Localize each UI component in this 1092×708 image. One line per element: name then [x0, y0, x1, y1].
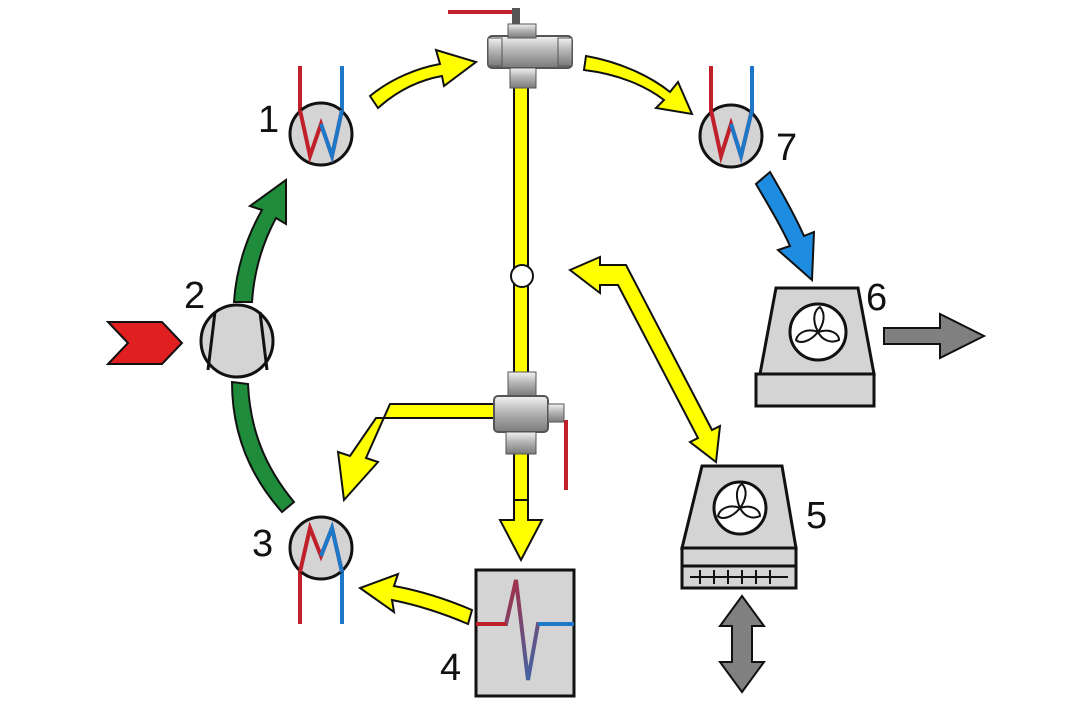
label-5: 5 [806, 495, 827, 537]
heat-exchanger-icon [288, 515, 354, 624]
flow-arrow-down-to-4 [498, 499, 544, 563]
label-2: 2 [184, 275, 205, 317]
flow-arrow-junction-5 [568, 255, 722, 464]
cooler-fan-icon [754, 286, 876, 408]
flow-arrow-valve-to-7 [582, 54, 694, 116]
compressor-icon [199, 303, 275, 379]
heat-exchanger-icon [698, 66, 764, 169]
vertical-double-arrow [718, 594, 766, 694]
flow-arrow-compressor [230, 380, 296, 514]
heat-storage-icon [474, 568, 576, 698]
junction-node [510, 264, 534, 288]
heat-exchanger-icon [288, 66, 354, 167]
input-arrow [105, 321, 184, 365]
flow-arrow-compressor-up [232, 178, 287, 303]
label-3: 3 [252, 523, 273, 565]
flow-arrow-7-to-6 [754, 170, 816, 283]
ball-valve-icon [448, 8, 573, 89]
label-7: 7 [776, 127, 797, 169]
label-6: 6 [866, 277, 887, 319]
fan-coil-icon [680, 464, 798, 590]
output-arrow [883, 312, 987, 360]
label-1: 1 [258, 99, 279, 141]
label-4: 4 [440, 647, 461, 689]
ball-valve-icon [493, 371, 568, 490]
flow-arrow-valve-to-3 [336, 403, 499, 503]
flow-arrow-1-to-valve [368, 48, 479, 110]
flow-arrow-4-to-3 [357, 572, 474, 626]
